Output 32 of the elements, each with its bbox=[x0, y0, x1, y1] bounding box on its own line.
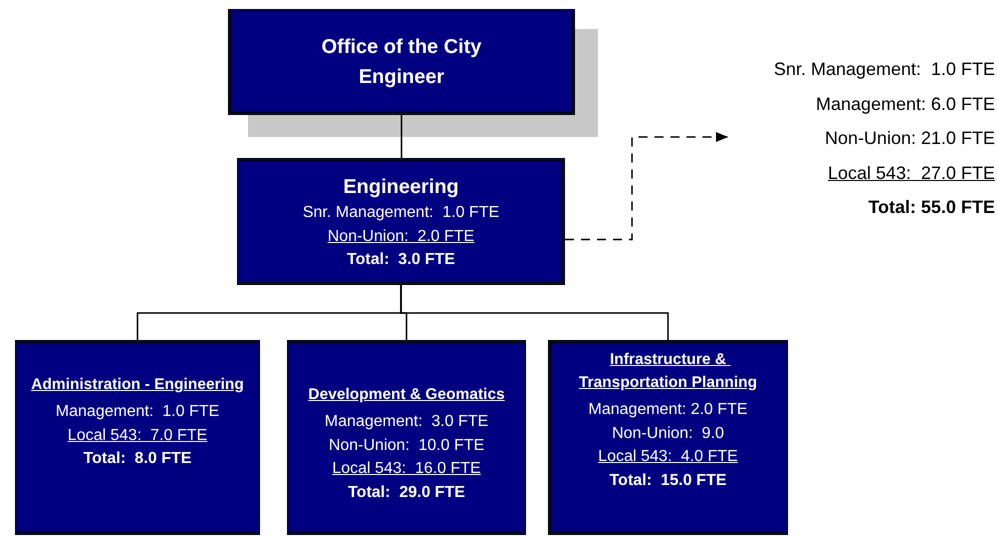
staff-count: Management: 2.0 FTE bbox=[588, 400, 748, 420]
org-unit-box bbox=[237, 158, 565, 285]
staff-count: Total: 3.0 FTE bbox=[346, 250, 456, 270]
org-unit-box bbox=[15, 340, 260, 535]
staff-count: Total: 8.0 FTE bbox=[83, 449, 192, 469]
staff-count: Local 543: 7.0 FTE bbox=[68, 426, 208, 446]
arrow bbox=[565, 132, 728, 240]
staff-count: Non-Union: 10.0 FTE bbox=[328, 436, 484, 456]
staff-count: Management: 3.0 FTE bbox=[324, 412, 488, 432]
staff-count: Snr. Management: 1.0 FTE bbox=[302, 203, 500, 223]
staff-count: Management: 1.0 FTE bbox=[56, 402, 220, 422]
staff-count: Local 543: 27.0 FTE bbox=[828, 162, 995, 184]
staff-count: Non-Union: 9.0 bbox=[612, 424, 724, 444]
connector-line bbox=[400, 285, 669, 340]
staff-count: Total: 55.0 FTE bbox=[868, 196, 995, 219]
staff-count: Local 543: 16.0 FTE bbox=[332, 459, 481, 479]
staff-count: Total: 29.0 FTE bbox=[348, 482, 466, 502]
unit-title: Infrastructure & Transportation Planning bbox=[578, 350, 758, 393]
connector-line bbox=[400, 115, 402, 158]
staff-count: Local 543: 4.0 FTE bbox=[598, 447, 738, 467]
staff-count: Non-Union: 21.0 FTE bbox=[824, 127, 995, 150]
unit-title: Administration - Engineering bbox=[31, 375, 244, 395]
staff-count: Non-Union: 2.0 FTE bbox=[328, 226, 474, 246]
staff-count: Total: 15.0 FTE bbox=[609, 470, 727, 490]
org-unit-box bbox=[287, 340, 526, 535]
org-unit-box bbox=[548, 340, 788, 535]
staff-count: Management: 6.0 FTE bbox=[816, 92, 995, 116]
unit-title: Office of the City Engineer bbox=[320, 35, 482, 90]
staff-count: Snr. Management: 1.0 FTE bbox=[774, 58, 995, 81]
org-unit-box bbox=[228, 9, 575, 115]
unit-title: Development & Geomatics bbox=[308, 385, 505, 405]
unit-title: Engineering bbox=[343, 175, 459, 200]
